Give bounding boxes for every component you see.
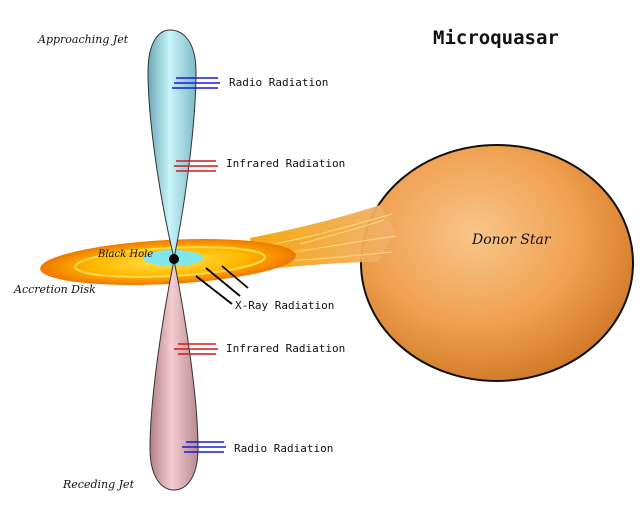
diagram-title: Microquasar: [433, 27, 559, 49]
label-donor-star: Donor Star: [471, 232, 552, 248]
label-accretion-disk: Accretion Disk: [13, 283, 96, 296]
receding-jet-shape: [149, 259, 199, 491]
infrared-lines-bottom: [174, 343, 218, 355]
label-approaching-jet: Approaching Jet: [37, 33, 129, 46]
radio-lines-top: [172, 77, 220, 89]
label-radio-top: Radio Radiation: [229, 76, 328, 89]
black-hole-dot: [169, 254, 179, 264]
donor-star-shape: [360, 144, 634, 382]
label-radio-bottom: Radio Radiation: [234, 442, 333, 455]
radio-lines-bottom: [182, 441, 226, 453]
label-xray: X-Ray Radiation: [235, 299, 334, 312]
label-black-hole: Black Hole: [97, 249, 153, 260]
label-infrared-bottom: Infrared Radiation: [226, 342, 345, 355]
xray-lines: [195, 265, 249, 305]
label-infrared-top: Infrared Radiation: [226, 157, 345, 170]
infrared-lines-top: [174, 160, 218, 172]
approaching-jet-shape: [147, 29, 197, 259]
label-receding-jet: Receding Jet: [62, 478, 135, 491]
